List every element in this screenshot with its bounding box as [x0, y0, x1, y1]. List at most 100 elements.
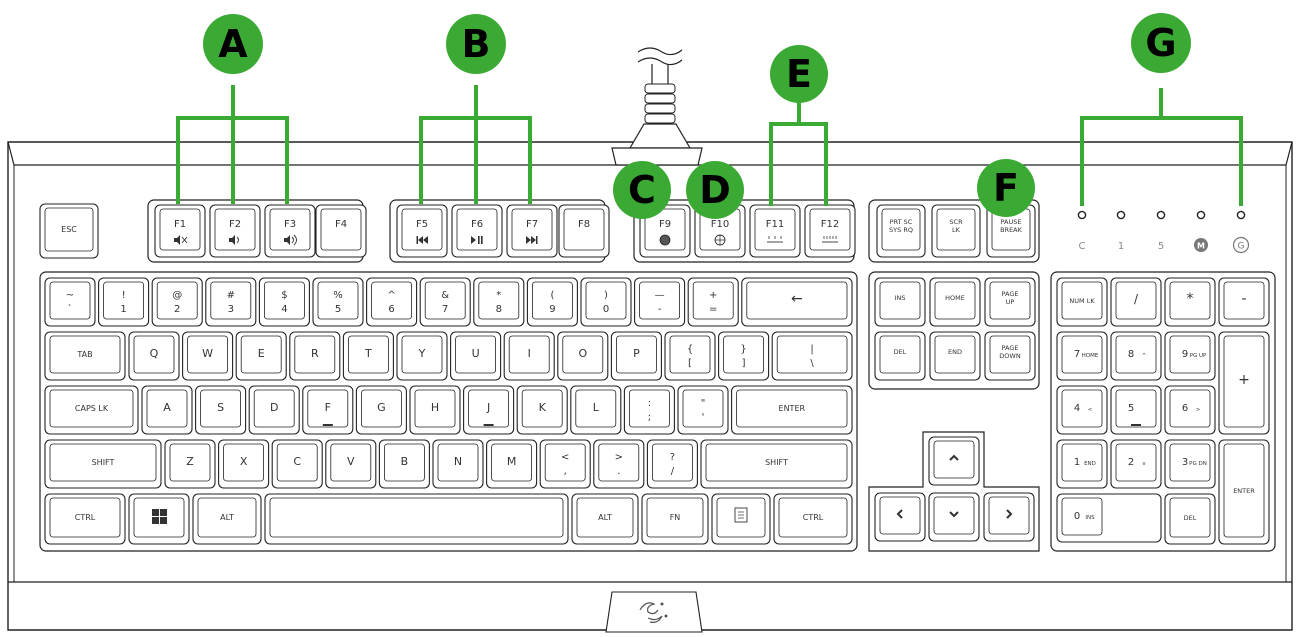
- key-inner: [401, 335, 443, 374]
- key-label: UP: [1006, 298, 1015, 306]
- key-label: ←: [791, 291, 803, 307]
- macro-record-icon: [714, 234, 726, 246]
- key-inner: [716, 497, 766, 538]
- key-inner: [754, 208, 796, 251]
- key-label-sub: ^: [1142, 353, 1147, 359]
- key-inner: [879, 496, 921, 535]
- key-outer: [741, 277, 853, 327]
- key-nav-0: INS: [874, 277, 926, 327]
- key-inner: [1169, 389, 1211, 428]
- cable-boot: [628, 123, 692, 149]
- key-label-bottom: ;: [648, 412, 651, 423]
- key-tab: TAB: [44, 331, 126, 381]
- key-inner: [692, 281, 734, 320]
- key-label-main: 8: [1128, 349, 1134, 360]
- key-num-plus: +: [1218, 331, 1270, 435]
- key-inner: [317, 281, 359, 320]
- key-inner: [263, 281, 305, 320]
- key-inner: [511, 208, 553, 251]
- key-f7: F7: [506, 204, 558, 258]
- key-inner: [989, 281, 1031, 320]
- key-num-11: —-: [634, 277, 686, 327]
- callout-a: A: [203, 14, 263, 74]
- key-enter: ENTER: [731, 385, 853, 435]
- key-outer: [593, 439, 645, 489]
- main-key-block: [39, 271, 858, 552]
- key-inner: [320, 208, 362, 251]
- key-num-7: &7: [419, 277, 471, 327]
- key-outer: [677, 385, 729, 435]
- key-outer: [44, 385, 139, 435]
- key-label: N: [454, 455, 462, 468]
- key-label: X: [240, 455, 248, 468]
- key-p: P: [610, 331, 662, 381]
- key-outer: [1110, 277, 1162, 327]
- key-outer: [312, 277, 364, 327]
- key-inner: [269, 497, 564, 538]
- key-inner: [616, 335, 657, 374]
- key-inner: [269, 208, 311, 251]
- key-label-sub: >: [1196, 407, 1201, 413]
- key-outer: [44, 277, 96, 327]
- key-outer: [570, 385, 622, 435]
- key-label-top: ": [701, 398, 706, 409]
- key-windows: [128, 493, 190, 545]
- key-outer: [128, 331, 180, 381]
- key-inner: [585, 281, 627, 320]
- key-inner: [159, 208, 201, 251]
- icon-play: [471, 236, 476, 244]
- key-label-sub: HOME: [1082, 353, 1099, 359]
- key-outer: [711, 493, 771, 545]
- key-label-bottom: .: [617, 466, 620, 477]
- numpad-group: [1050, 271, 1276, 552]
- key-inner: [1061, 335, 1103, 374]
- callout-letter: A: [218, 22, 248, 66]
- key-label: TAB: [76, 350, 92, 359]
- key-label: A: [163, 401, 171, 414]
- key-inner: [437, 443, 479, 482]
- callout-bracket-b: [419, 85, 532, 204]
- key-label: W: [202, 347, 213, 360]
- nav-key-group: [868, 271, 1040, 390]
- gaming-led-badge: [1232, 236, 1250, 254]
- key-label: +: [1238, 372, 1250, 388]
- key-outer: [876, 204, 926, 258]
- key-inner: [1115, 335, 1157, 374]
- key-inner: [705, 443, 848, 482]
- key-label: D: [270, 401, 278, 414]
- key-outer: [874, 331, 926, 381]
- key-label: F3: [284, 219, 296, 230]
- key-outer: [302, 385, 354, 435]
- key-outer: [342, 331, 394, 381]
- key-label-bottom: =: [709, 304, 717, 315]
- key-outer: [641, 493, 709, 545]
- key-label-top: }: [740, 344, 746, 355]
- key-outer: [931, 204, 981, 258]
- key-inner: [383, 443, 425, 482]
- key-label-bottom: 4: [281, 304, 287, 315]
- key-inner: [478, 281, 520, 320]
- key-shift-left: SHIFT: [44, 439, 162, 489]
- key-outer: [195, 385, 247, 435]
- key-label-main: 5: [1128, 403, 1134, 414]
- key-label: F8: [578, 219, 590, 230]
- key-label: T: [364, 347, 372, 360]
- key-label-main: 2: [1128, 457, 1134, 468]
- key-inner: [347, 335, 389, 374]
- key-outer: [248, 385, 300, 435]
- key-outer: [1218, 277, 1270, 327]
- key-label: J: [486, 401, 490, 414]
- backlight-up-icon: [822, 236, 838, 243]
- key-outer: [984, 331, 1036, 381]
- home-bump: [1131, 424, 1141, 426]
- key-label: ALT: [598, 513, 612, 522]
- key-outer: [984, 277, 1036, 327]
- key-nav-4: END: [929, 331, 981, 381]
- key-num-slash: /: [1110, 277, 1162, 327]
- key-arrow-up: [928, 436, 980, 486]
- key-h: H: [409, 385, 461, 435]
- key-outer: [1218, 331, 1270, 435]
- key-label: F11: [766, 219, 784, 230]
